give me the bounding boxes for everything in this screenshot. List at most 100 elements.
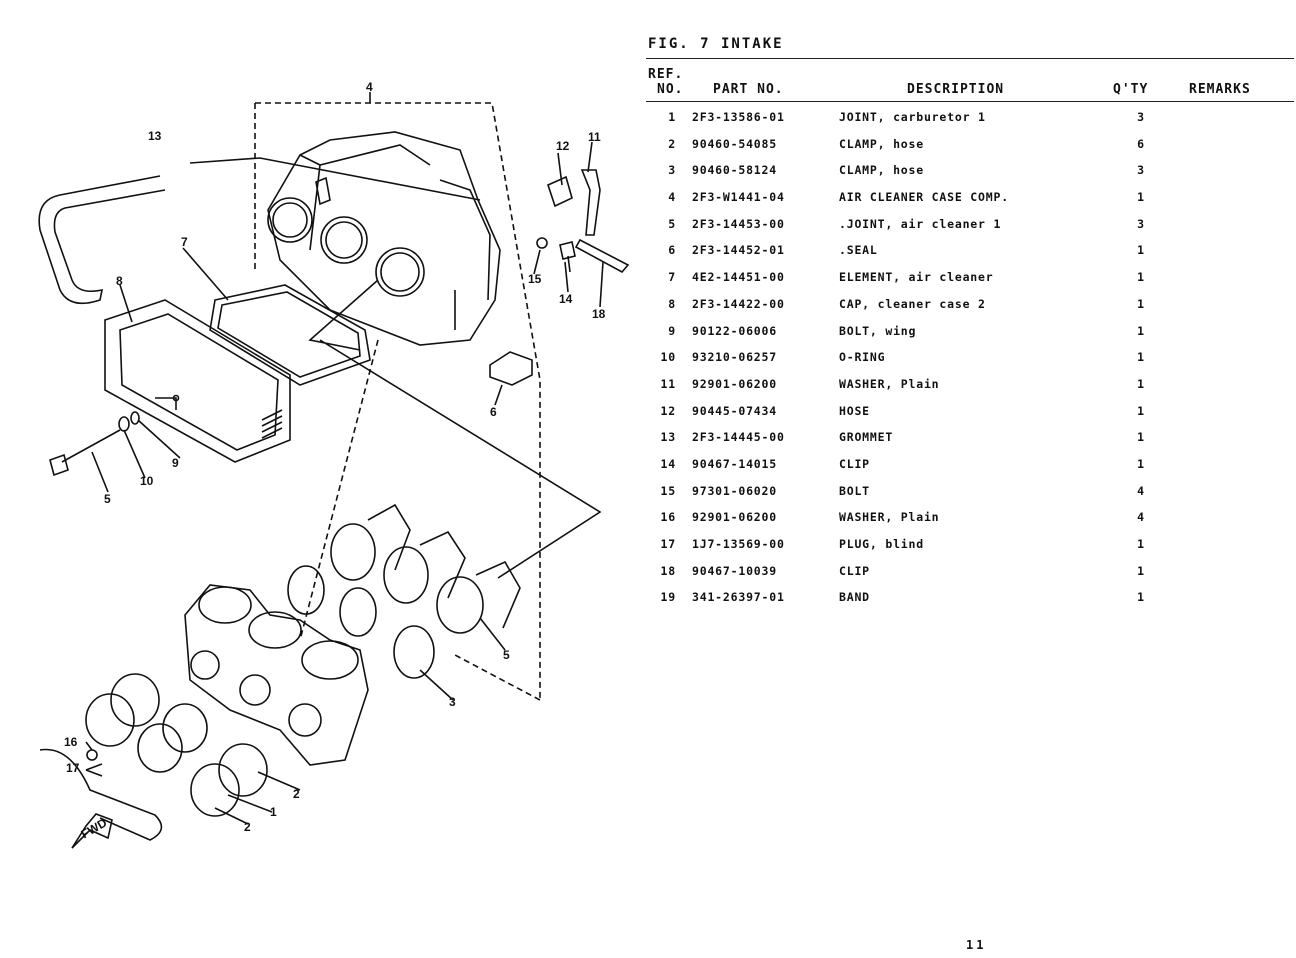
ref-number: 3 [668,163,676,178]
ref-number: 11 [660,376,676,391]
part-number: 341-26397-01 [692,590,785,605]
washer-11 [118,416,130,432]
header-ref-line2: NO. [657,82,684,97]
quantity: 1 [1137,296,1145,311]
quantity: 3 [1137,163,1145,178]
plug-17 [86,749,98,761]
quantity: 1 [1137,270,1145,285]
fwd-arrow [71,813,113,849]
callout: 8 [116,274,123,288]
title-rule [646,58,1294,59]
callout: 4 [366,80,373,94]
ref-number: 16 [660,510,676,525]
part-description: CLIP [839,456,870,471]
page-number: 11 [966,938,987,952]
part-description: CLAMP, hose [839,163,924,178]
quantity: 1 [1137,190,1145,205]
part-number: 2F3-14422-00 [692,296,785,311]
ref-number: 14 [660,456,676,471]
ref-number: 7 [668,270,676,285]
quantity: 6 [1137,136,1145,151]
part-number: 90467-10039 [692,563,777,578]
part-description: HOSE [839,403,870,418]
exploded-parts-diagram: 4 13 7 8 12 11 15 14 18 6 9 10 8 5 5 3 2… [38,80,630,849]
part-description: AIR CLEANER CASE COMP. [839,190,1009,205]
callout: 18 [592,307,606,321]
part-description: .JOINT, air cleaner 1 [839,216,1002,231]
hose-clamp-3c [393,625,435,679]
part-description: PLUG, blind [839,537,924,551]
callout: 9 [172,456,179,470]
part-description: .SEAL [839,243,878,258]
callout: 11 [588,130,601,144]
table-row: 4 2F3-W1441-04 AIR CLEANER CASE COMP. 1 [646,190,1294,217]
part-number: 1J7-13569-00 [692,537,785,551]
table-row: 14 90467-14015 CLIP 1 [646,457,1294,484]
quantity: 1 [1137,537,1145,551]
vent-tube [39,748,163,841]
callout: 17 [66,761,80,775]
part-description: GROMMET [839,430,894,445]
part-number: 97301-06020 [692,483,777,498]
air-cleaner-joints [330,503,521,634]
part-description: BOLT [839,483,870,498]
header-description: DESCRIPTION [907,82,1005,97]
header-rule [646,101,1294,102]
part-number: 92901-06200 [692,510,777,525]
part-description: BAND [839,590,870,605]
quantity: 1 [1137,403,1145,418]
callout: 5 [503,648,510,662]
part-description: JOINT, carburetor 1 [839,110,986,124]
ref-number: 4 [668,190,676,205]
part-number: 90467-14015 [692,456,777,471]
part-description: CLAMP, hose [839,136,924,151]
ref-number: 18 [660,563,676,578]
quantity: 1 [1137,563,1145,578]
part-number: 93210-06257 [692,350,777,365]
o-ring-10 [130,411,140,425]
callout: 3 [449,695,456,709]
quantity: 1 [1137,243,1145,258]
table-row: 2 90460-54085 CLAMP, hose 6 [646,137,1294,164]
part-number: 2F3-13586-01 [692,110,785,124]
part-number: 2F3-W1441-04 [692,190,785,205]
part-description: CAP, cleaner case 2 [839,296,986,311]
hose-part [580,169,601,236]
quantity: 1 [1137,456,1145,471]
callout: 7 [181,235,188,249]
clip-18 [85,763,103,777]
callout: 1 [270,805,277,819]
ref-number: 2 [668,136,676,151]
table-row: 3 90460-58124 CLAMP, hose 3 [646,163,1294,190]
part-number: 4E2-14451-00 [692,270,785,285]
table-row: 7 4E2-14451-00 ELEMENT, air cleaner 1 [646,270,1294,297]
part-number: 92901-06200 [692,376,777,391]
part-number: 90460-58124 [692,163,777,178]
air-cleaner-case [267,131,501,346]
seal-block [489,351,533,386]
callout: 15 [528,272,542,286]
hose-clamp-3a [287,565,325,615]
part-number: 90460-54085 [692,136,777,151]
ref-number: 10 [660,350,676,365]
callout: 2 [293,787,300,801]
wing-bolt [49,429,121,477]
header-ref-line1: REF. [648,67,684,82]
part-description: WASHER, Plain [839,376,940,391]
part-description: O-RING [839,350,886,365]
quantity: 4 [1137,483,1145,498]
ref-number: 13 [660,430,676,445]
part-description: ELEMENT, air cleaner [839,270,994,285]
quantity: 1 [1137,590,1145,605]
